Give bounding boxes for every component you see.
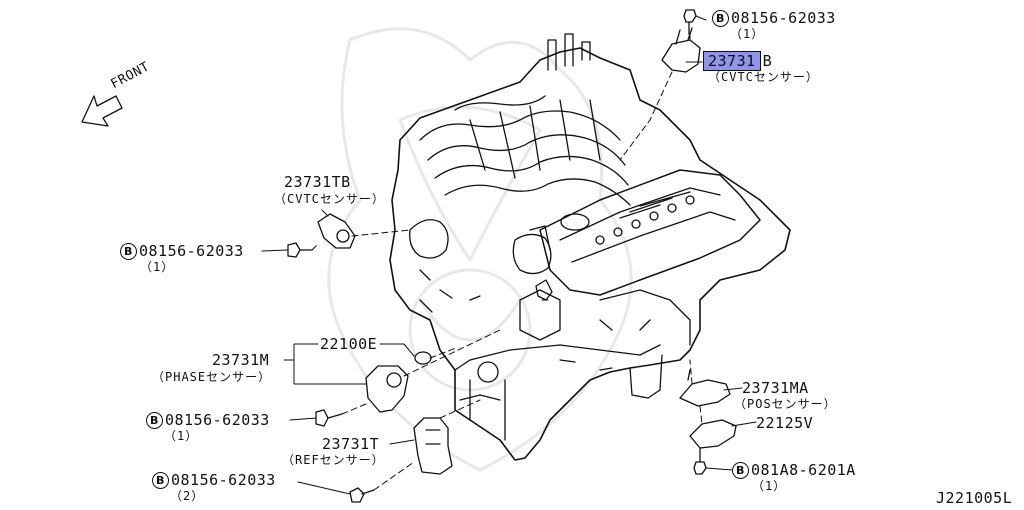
cvtc-sensor-left-description: （CVTCセンサー） — [274, 192, 385, 206]
ref-sensor-icon — [413, 417, 453, 475]
pos-sensor-icon — [679, 369, 731, 407]
bolt-symbol-icon: B — [152, 472, 169, 489]
gasket-icon — [414, 351, 432, 365]
highlight-part-number[interactable]: 23731 — [703, 51, 761, 71]
bolt-ref-part-number[interactable]: B 08156-62033 — [152, 472, 276, 489]
bolt-phase-icon — [315, 409, 343, 427]
ref-sensor-part-number[interactable]: 23731T — [322, 435, 380, 453]
cvtc-sensor-top-icon — [661, 27, 701, 73]
pos-sensor-part-number[interactable]: 23731MA — [742, 379, 809, 397]
front-arrow-icon — [81, 95, 123, 127]
bracket-icon — [689, 419, 737, 449]
bolt-symbol-icon: B — [120, 243, 137, 260]
bolt-phase-qty: （1） — [164, 429, 199, 443]
bolt-symbol-icon: B — [712, 10, 729, 27]
diagram-id: J221005L — [936, 489, 1013, 507]
phase-sensor-part-number[interactable]: 23731M — [212, 351, 270, 369]
bolt-left-part-number[interactable]: B 08156-62033 — [120, 243, 244, 260]
bolt-top-part-number[interactable]: B 08156-62033 — [712, 10, 836, 27]
cvtc-sensor-left-part-number[interactable]: 23731TB — [284, 173, 351, 191]
bolt-ref-qty: （2） — [170, 489, 205, 503]
bolt-pos-part-number[interactable]: B 081A8-6201A — [732, 462, 856, 479]
cvtc-sensor-left-icon — [317, 213, 356, 249]
assembly-lines — [311, 33, 703, 491]
bolt-top-qty: （1） — [730, 27, 765, 41]
bolt-phase-part-number[interactable]: B 08156-62033 — [146, 412, 270, 429]
bolt-pos-qty: （1） — [752, 479, 787, 493]
bracket-part-number[interactable]: 22125V — [756, 414, 814, 432]
bolt-left-icon — [287, 242, 313, 258]
leader-lines — [261, 15, 757, 495]
bolt-symbol-icon: B — [146, 412, 163, 429]
ref-sensor-description: （REFセンサー） — [282, 453, 385, 467]
phase-sensor-icon — [365, 365, 409, 413]
bolt-symbol-icon: B — [732, 462, 749, 479]
bolt-left-qty: （1） — [140, 260, 175, 274]
engine-block — [389, 33, 791, 461]
bolt-ref-icon — [349, 487, 375, 503]
pos-sensor-description: （POSセンサー） — [734, 397, 837, 411]
bolt-pos-icon — [693, 447, 707, 475]
phase-sensor-description: （PHASEセンサー） — [152, 370, 272, 384]
gasket-part-number[interactable]: 22100E — [320, 335, 378, 353]
cvtc-sensor-top-description: （CVTCセンサー） — [708, 70, 819, 84]
bolt-top-icon — [683, 9, 697, 35]
